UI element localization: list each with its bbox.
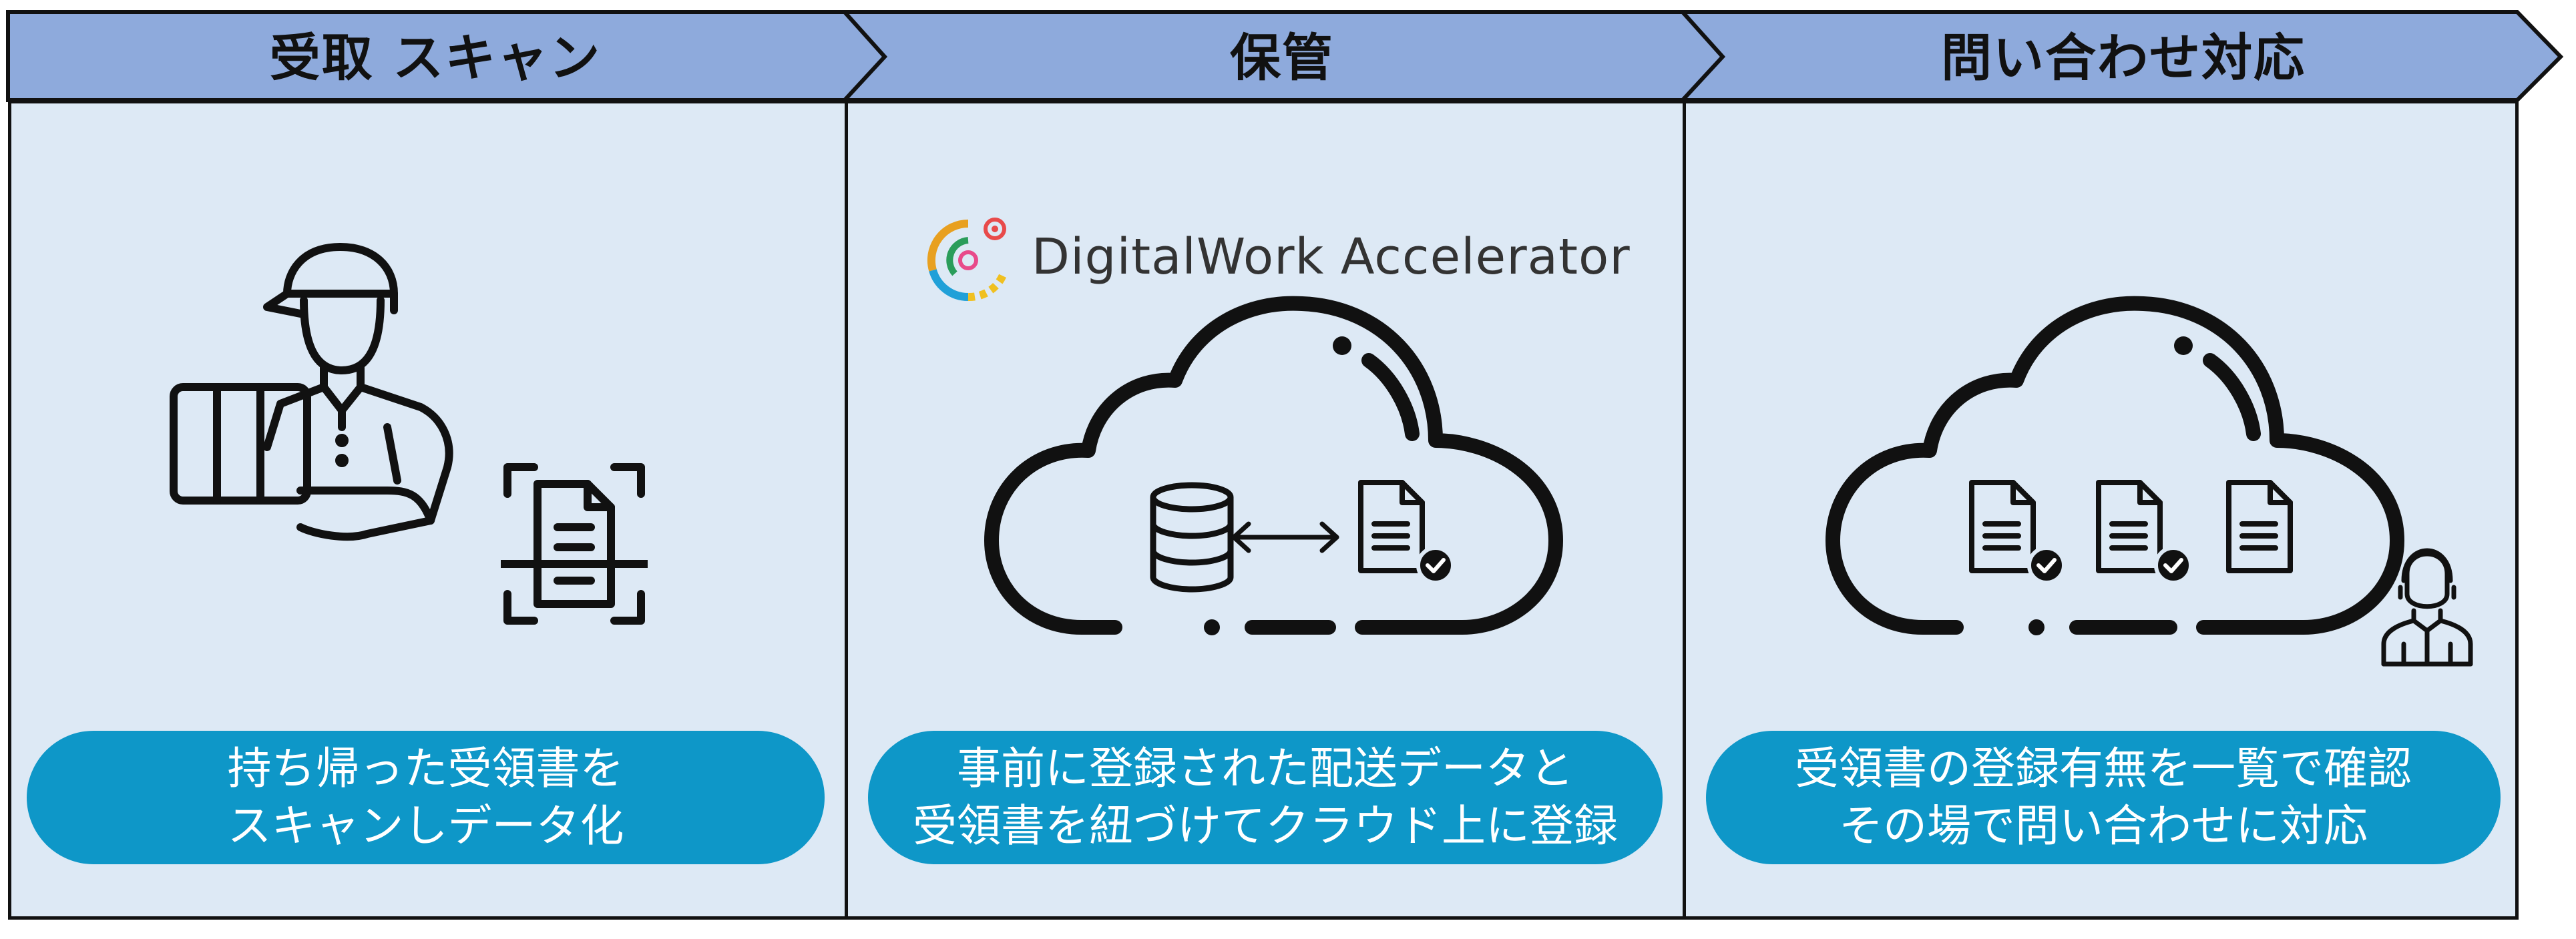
step-3-description: 受領書の登録有無を一覧で確認 その場で問い合わせに対応 <box>1706 731 2501 864</box>
document-check-icon <box>2096 480 2193 585</box>
step-1-description-line-1: 持ち帰った受領書を <box>227 743 624 794</box>
document-scan-icon <box>501 463 648 625</box>
step-2-description: 事前に登録された配送データと 受領書を紐づけてクラウド上に登録 <box>868 731 1663 864</box>
step-3-description-line-1: 受領書の登録有無を一覧で確認 <box>1795 743 2412 794</box>
step-1-description: 持ち帰った受領書を スキャンしデータ化 <box>27 731 825 864</box>
logo-ring-icon <box>927 218 1008 302</box>
document-check-icon <box>1358 480 1455 585</box>
database-icon <box>1150 482 1234 593</box>
cloud-icon <box>984 296 1563 635</box>
step-2-description-line-2: 受領書を紐づけてクラウド上に登録 <box>913 800 1618 852</box>
step-2-title: 保管 <box>1230 28 1334 87</box>
bidirectional-arrow-icon <box>1231 521 1339 553</box>
document-check-icon <box>1969 480 2066 585</box>
cloud-icon <box>1826 296 2404 635</box>
step-header-bar: 受取 スキャン 保管 問い合わせ対応 <box>0 0 2576 107</box>
step-2-description-line-1: 事前に登録された配送データと <box>957 743 1574 794</box>
step-3-description-line-2: その場で問い合わせに対応 <box>1839 800 2368 852</box>
step-1-description-line-2: スキャンしデータ化 <box>227 800 624 852</box>
logo-text: DigitalWork Accelerator <box>1032 228 1631 286</box>
delivery-person-icon <box>170 243 453 541</box>
step-1-title: 受取 スキャン <box>269 28 602 87</box>
support-person-icon <box>2381 548 2473 667</box>
step-3-title: 問い合わせ対応 <box>1941 28 2306 87</box>
document-icon <box>2226 480 2293 573</box>
